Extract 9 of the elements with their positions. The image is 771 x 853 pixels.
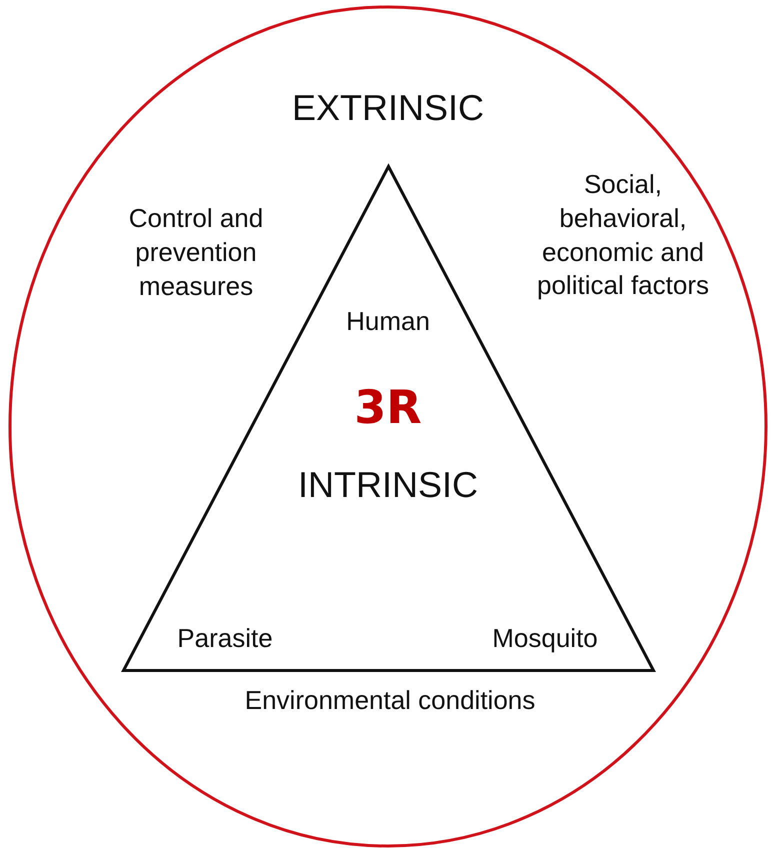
center-label: 3R [354,379,422,436]
factor-label: Social, behavioral, economic and political factors [536,168,710,302]
vertex-label: Parasite [177,622,273,655]
factor-label: Environmental conditions [244,684,536,717]
heading: EXTRINSIC [292,86,484,130]
factor-label: Control and prevention measures [128,202,264,303]
vertex-label: Human [346,305,430,338]
heading: INTRINSIC [298,463,478,507]
vertex-label: Mosquito [492,622,598,655]
